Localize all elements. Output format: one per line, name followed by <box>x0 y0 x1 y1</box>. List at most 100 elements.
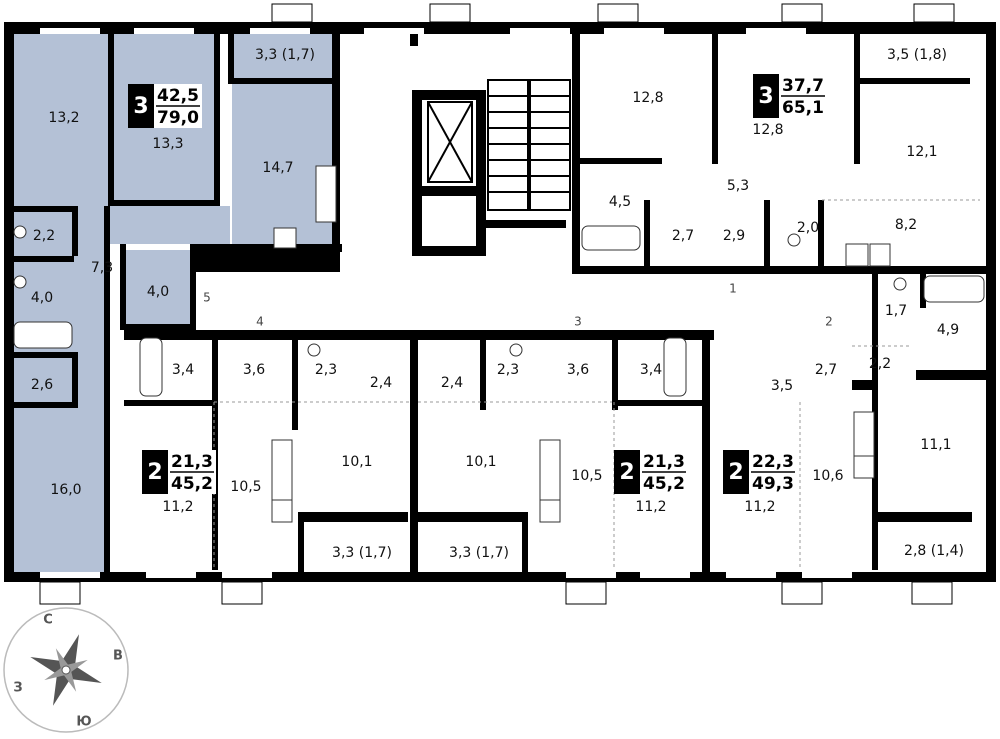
room-area: 2,3 <box>315 362 337 378</box>
toilet-icon <box>787 233 801 247</box>
bathtub-icon <box>139 337 163 397</box>
living-area: 42,5 <box>157 86 199 106</box>
door-number: 3 <box>574 315 582 329</box>
sink-icon <box>853 411 875 457</box>
sink-icon <box>315 165 337 223</box>
room-area: 3,3 (1,7) <box>449 545 509 561</box>
compass-south: Ю <box>76 715 91 730</box>
living-area: 21,3 <box>643 452 685 472</box>
room-count: 3 <box>758 84 773 109</box>
room-area: 2,2 <box>869 356 891 372</box>
room-area: 3,3 (1,7) <box>332 545 392 561</box>
total-area: 49,3 <box>752 474 794 494</box>
stairwell <box>427 79 571 211</box>
room-area: 3,5 (1,8) <box>887 47 947 63</box>
fixtures <box>13 165 985 523</box>
door-number: 1 <box>729 282 737 296</box>
toilet-icon <box>13 275 27 289</box>
room-area: 2,2 <box>33 228 55 244</box>
total-area: 65,1 <box>782 98 824 118</box>
room-area: 2,7 <box>672 228 694 244</box>
room-area: 12,8 <box>632 90 663 106</box>
room-labels: 13,2 13,3 3,3 (1,7) 14,7 2,2 7,3 4,0 4,0… <box>31 47 964 561</box>
stove-icon <box>273 227 297 249</box>
stove-icon <box>539 499 561 523</box>
bathtub-icon <box>13 321 73 349</box>
room-area: 3,6 <box>243 362 265 378</box>
room-area: 13,3 <box>152 136 183 152</box>
living-area: 37,7 <box>782 76 824 96</box>
living-area: 22,3 <box>752 452 794 472</box>
toilet-icon <box>13 225 27 239</box>
apartment-badge[interactable]: 3 37,7 65,1 <box>753 74 827 118</box>
apartment-badge[interactable]: 2 21,3 45,2 <box>614 450 688 494</box>
stove-icon <box>271 499 293 523</box>
windows <box>39 3 955 605</box>
room-area: 3,5 <box>771 378 793 394</box>
room-area: 11,1 <box>920 437 951 453</box>
stove-icon <box>869 243 891 267</box>
room-area: 10,5 <box>230 479 261 495</box>
room-area: 3,4 <box>640 362 662 378</box>
room-area: 8,2 <box>895 217 917 233</box>
room-area: 16,0 <box>50 482 81 498</box>
room-area: 4,5 <box>609 194 631 210</box>
room-area: 2,6 <box>31 377 53 393</box>
room-area: 2,4 <box>441 375 463 391</box>
total-area: 79,0 <box>157 108 199 128</box>
compass-east: В <box>113 649 123 664</box>
room-area: 13,2 <box>48 110 79 126</box>
sink-icon <box>271 439 293 501</box>
room-area: 11,2 <box>635 499 666 515</box>
toilet-icon <box>509 343 523 357</box>
toilet-icon <box>893 277 907 291</box>
room-area: 12,1 <box>906 144 937 160</box>
room-area: 2,9 <box>723 228 745 244</box>
room-area: 2,7 <box>815 362 837 378</box>
room-area: 11,2 <box>162 499 193 515</box>
room-count: 2 <box>728 460 743 485</box>
room-area: 2,0 <box>797 220 819 236</box>
interior-walls <box>12 34 996 580</box>
apartment-badge[interactable]: 2 22,3 49,3 <box>723 450 797 494</box>
room-area: 3,6 <box>567 362 589 378</box>
door-numbers: 1 2 3 4 5 <box>203 282 833 329</box>
room-area: 3,4 <box>172 362 194 378</box>
compass-north: С <box>43 613 53 628</box>
room-area: 10,6 <box>812 468 843 484</box>
room-area: 10,5 <box>571 468 602 484</box>
room-area: 2,8 (1,4) <box>904 543 964 559</box>
room-area: 14,7 <box>262 160 293 176</box>
bathtub-icon <box>923 275 985 303</box>
total-area: 45,2 <box>643 474 685 494</box>
room-area: 3,3 (1,7) <box>255 47 315 63</box>
room-area: 10,1 <box>465 454 496 470</box>
total-area: 45,2 <box>171 474 213 494</box>
living-area: 21,3 <box>171 452 213 472</box>
toilet-icon <box>307 343 321 357</box>
room-area: 12,8 <box>752 122 783 138</box>
compass: С В Ю З <box>3 607 129 733</box>
room-area: 7,3 <box>91 260 113 276</box>
stove-icon <box>853 455 875 479</box>
room-area: 11,2 <box>744 499 775 515</box>
room-area: 4,0 <box>31 290 53 306</box>
sink-icon <box>539 439 561 501</box>
room-area: 2,3 <box>497 362 519 378</box>
compass-west: З <box>13 681 22 696</box>
room-area: 4,0 <box>147 284 169 300</box>
room-area: 5,3 <box>727 178 749 194</box>
room-area: 1,7 <box>885 303 907 319</box>
apartment-badge[interactable]: 3 42,5 79,0 <box>128 84 202 128</box>
room-count: 2 <box>619 460 634 485</box>
room-count: 2 <box>147 460 162 485</box>
bathtub-icon <box>581 225 641 251</box>
room-area: 10,1 <box>341 454 372 470</box>
room-count: 3 <box>133 94 148 119</box>
room-area: 2,4 <box>370 375 392 391</box>
apartment-badge[interactable]: 2 21,3 45,2 <box>142 450 216 494</box>
bathtub-icon <box>663 337 687 397</box>
sink-icon <box>845 243 869 267</box>
door-number: 2 <box>825 315 833 329</box>
